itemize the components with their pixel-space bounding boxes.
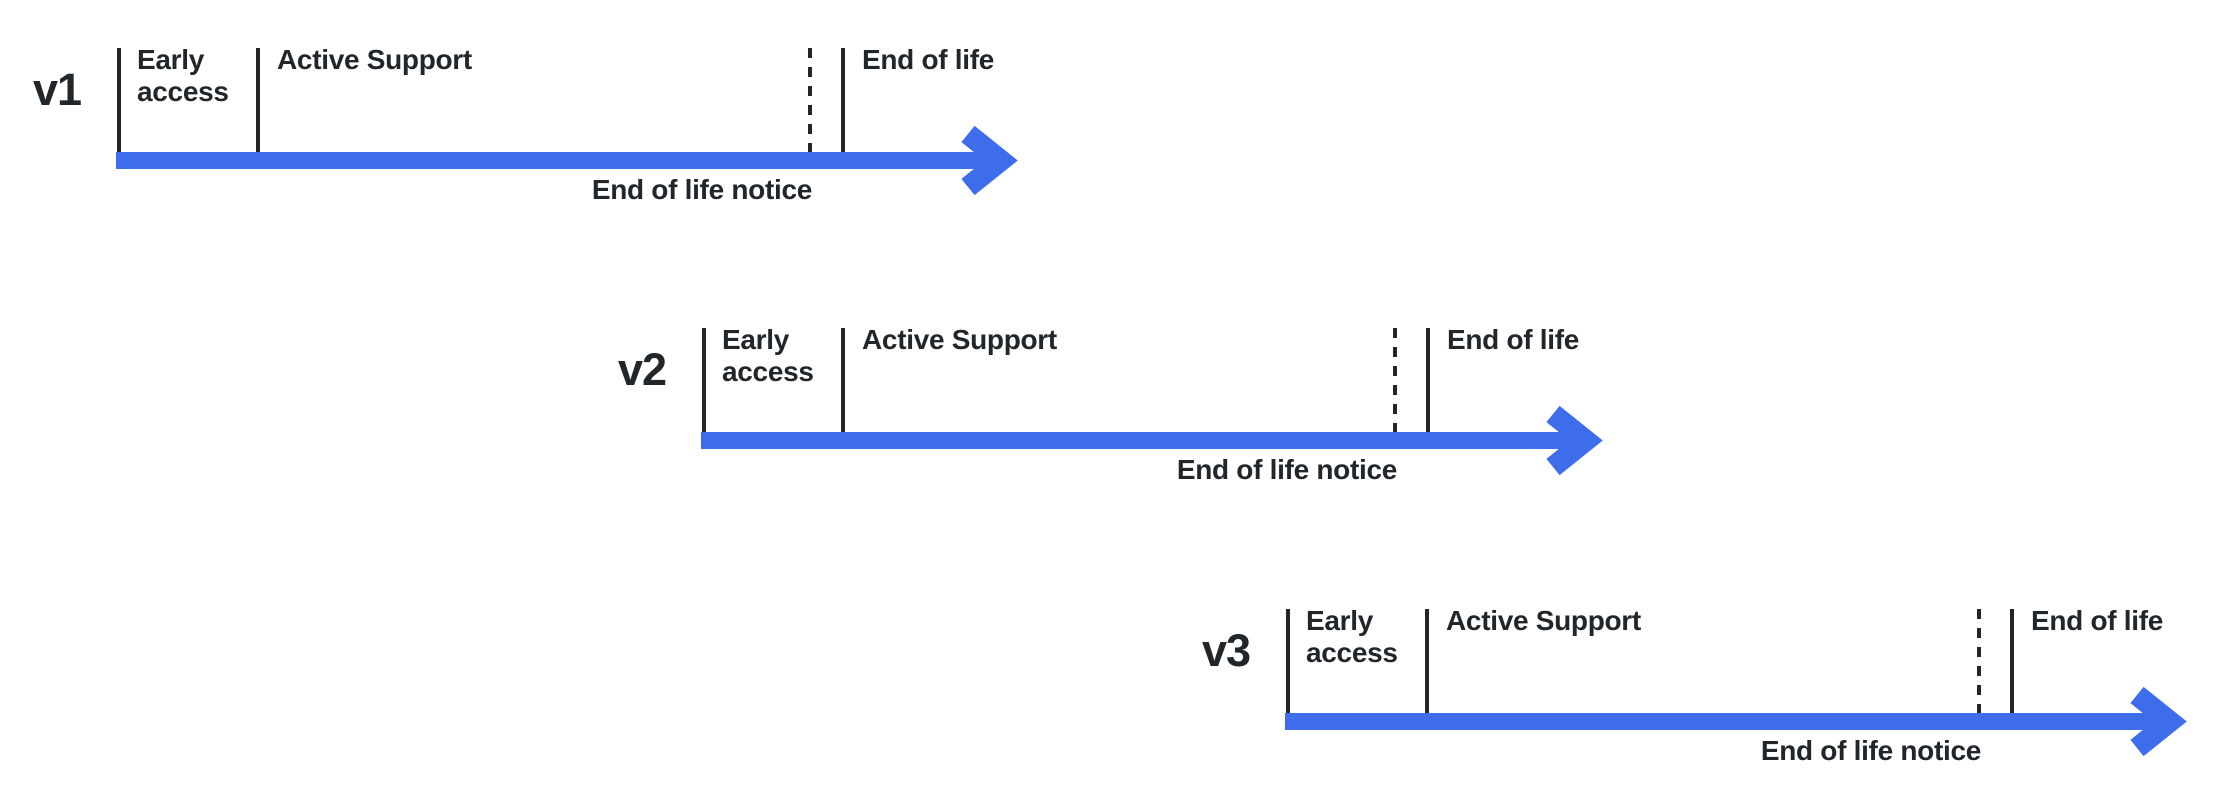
arrow-head-icon bbox=[2130, 686, 2187, 757]
version-label: v3 bbox=[1201, 625, 1251, 676]
early-access-label: Early access bbox=[722, 324, 814, 387]
end-of-life-notice-tick bbox=[1977, 609, 1981, 713]
end-of-life-label: End of life bbox=[862, 44, 995, 75]
timeline-row-v2: v2 Early access Active Support End of li… bbox=[618, 324, 1652, 578]
end-of-life-label: End of life bbox=[2031, 605, 2164, 636]
version-label: v2 bbox=[617, 344, 667, 395]
end-of-life-tick bbox=[2010, 609, 2014, 713]
end-of-life-notice-label: End of life notice bbox=[1760, 735, 1981, 766]
active-support-label: Active Support bbox=[862, 324, 1057, 355]
timeline-arrow bbox=[701, 405, 1603, 476]
early-access-label: Early access bbox=[137, 44, 229, 107]
timeline-arrow bbox=[116, 125, 1018, 196]
active-support-label: Active Support bbox=[277, 44, 472, 75]
end-of-life-tick bbox=[841, 48, 845, 152]
early-access-label: Early access bbox=[1306, 605, 1398, 668]
timeline-row-v3: v3 Early access Active Support End of li… bbox=[1202, 605, 2228, 812]
end-of-life-notice-label: End of life notice bbox=[1176, 454, 1397, 485]
end-of-life-notice-label: End of life notice bbox=[591, 174, 812, 205]
arrow-head-icon bbox=[1546, 405, 1603, 476]
active-support-start-tick bbox=[256, 48, 260, 152]
arrow-head-icon bbox=[961, 125, 1018, 196]
early-access-start-tick bbox=[117, 48, 121, 152]
version-label: v1 bbox=[32, 64, 82, 115]
end-of-life-tick bbox=[1426, 328, 1430, 432]
end-of-life-notice-tick bbox=[808, 48, 812, 152]
early-access-start-tick bbox=[702, 328, 706, 432]
active-support-start-tick bbox=[841, 328, 845, 432]
end-of-life-notice-tick bbox=[1393, 328, 1397, 432]
end-of-life-label: End of life bbox=[1447, 324, 1580, 355]
timeline-row-v1: v1 Early access Active Support End of li… bbox=[33, 44, 1067, 298]
early-access-start-tick bbox=[1286, 609, 1290, 713]
active-support-start-tick bbox=[1425, 609, 1429, 713]
timeline-arrow bbox=[1285, 686, 2187, 757]
active-support-label: Active Support bbox=[1446, 605, 1641, 636]
